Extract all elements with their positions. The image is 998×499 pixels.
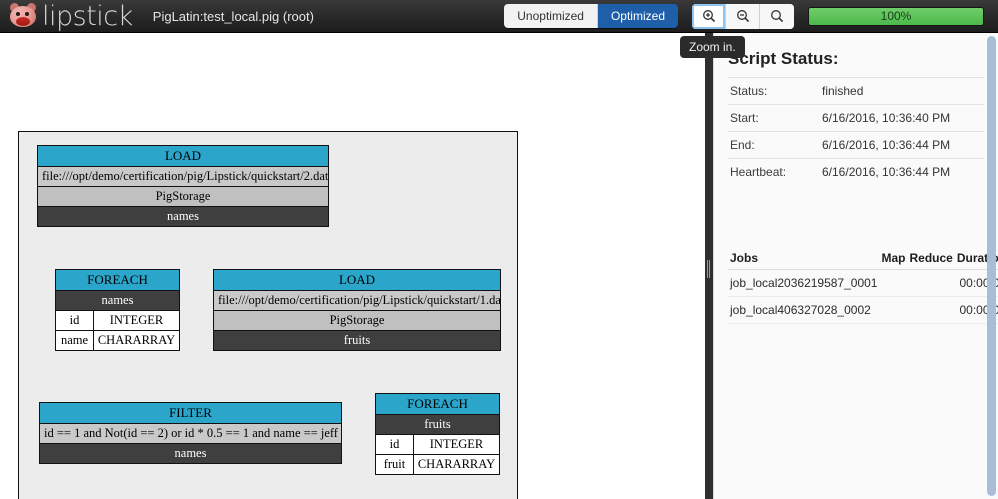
job-name: job_local2036219587_0001 (728, 269, 880, 297)
jobs-section: Jobs Map Reduce Duration job_local203621… (728, 247, 998, 324)
node-storage: PigStorage (38, 187, 328, 207)
search-icon[interactable] (760, 3, 794, 29)
zoom-button-group (692, 3, 794, 29)
node-header: LOAD (214, 270, 500, 291)
node-alias: names (56, 291, 179, 311)
job-reduce (907, 296, 955, 324)
status-value: 6/16/2016, 10:36:44 PM (822, 165, 951, 179)
jobs-col-reduce[interactable]: Reduce (907, 247, 955, 270)
schema-field: name (56, 331, 94, 350)
node-alias: names (38, 207, 328, 226)
schema-field: fruit (376, 455, 414, 474)
pig-logo-icon (8, 1, 38, 29)
status-key: Start: (730, 111, 759, 125)
schema-type: CHARARRAY (414, 455, 499, 474)
script-title: PigLatin:test_local.pig (root) (152, 8, 314, 24)
panel-title: Script Status: (728, 49, 839, 68)
progress-fill (809, 7, 983, 25)
node-alias: fruits (214, 331, 500, 350)
status-table: Status: finished Start: 6/16/2016, 10:36… (728, 77, 984, 185)
brand-logo[interactable]: lipstick (0, 0, 133, 32)
graph-canvas[interactable]: LOAD file:///opt/demo/certification/pig/… (0, 33, 705, 499)
node-header: FOREACH (376, 394, 499, 415)
node-load-names[interactable]: LOAD file:///opt/demo/certification/pig/… (37, 145, 329, 227)
unoptimized-button[interactable]: Unoptimized (504, 4, 598, 28)
schema-type: CHARARRAY (94, 331, 179, 350)
node-header: LOAD (38, 146, 328, 167)
brand-name: lipstick (42, 0, 133, 32)
sidebar-scrollbar[interactable] (987, 36, 996, 496)
schema-field: id (56, 311, 94, 330)
status-value: 6/16/2016, 10:36:44 PM (822, 138, 951, 152)
job-name: job_local406327028_0002 (728, 296, 880, 324)
table-row: End: 6/16/2016, 10:36:44 PM (728, 131, 984, 159)
job-map (879, 296, 908, 324)
node-path: file:///opt/demo/certification/pig/Lipst… (38, 167, 328, 187)
jobs-col-jobs[interactable]: Jobs (728, 247, 880, 270)
node-foreach-names[interactable]: FOREACH names id INTEGER name CHARARRAY (55, 269, 180, 351)
job-map (879, 269, 908, 297)
jobs-table: Jobs Map Reduce Duration job_local203621… (728, 247, 998, 324)
optimized-button[interactable]: Optimized (597, 4, 678, 28)
script-status-panel: Script Status: Status: finished Start: 6… (713, 33, 998, 499)
table-header-row: Jobs Map Reduce Duration (728, 247, 998, 270)
node-expression: id == 1 and Not(id == 2) or id * 0.5 == … (40, 424, 341, 444)
node-filter-names[interactable]: FILTER id == 1 and Not(id == 2) or id * … (39, 402, 342, 464)
zoom-out-icon[interactable] (726, 3, 760, 29)
splitter-grip-icon (707, 260, 711, 278)
status-value: finished (822, 84, 864, 98)
job-reduce (907, 269, 955, 297)
table-row[interactable]: job_local406327028_0002 00:00:00 (728, 296, 998, 324)
node-alias: fruits (376, 415, 499, 435)
node-alias: names (40, 444, 341, 463)
node-path: file:///opt/demo/certification/pig/Lipst… (214, 291, 500, 311)
table-row: Status: finished (728, 77, 984, 105)
node-storage: PigStorage (214, 311, 500, 331)
schema-type: INTEGER (414, 435, 499, 454)
table-row: Heartbeat: 6/16/2016, 10:36:44 PM (728, 158, 984, 186)
zoom-in-tooltip: Zoom in. (680, 36, 745, 58)
node-load-fruits[interactable]: LOAD file:///opt/demo/certification/pig/… (213, 269, 501, 351)
schema-field: id (376, 435, 414, 454)
schema-row: id INTEGER (56, 311, 179, 331)
top-toolbar: lipstick PigLatin:test_local.pig (root) … (0, 0, 998, 33)
status-value: 6/16/2016, 10:36:40 PM (822, 111, 951, 125)
node-header: FOREACH (56, 270, 179, 291)
schema-row: fruit CHARARRAY (376, 455, 499, 474)
node-foreach-fruits[interactable]: FOREACH fruits id INTEGER fruit CHARARRA… (375, 393, 500, 475)
jobs-col-map[interactable]: Map (879, 247, 908, 270)
table-row[interactable]: job_local2036219587_0001 00:00:00 (728, 269, 998, 297)
main-stage: LOAD file:///opt/demo/certification/pig/… (0, 33, 998, 499)
zoom-in-icon[interactable] (692, 3, 726, 29)
progress-label: 100% (880, 9, 912, 23)
schema-type: INTEGER (94, 311, 179, 330)
pane-splitter[interactable] (705, 33, 713, 499)
plan-toggle-group: Unoptimized Optimized (504, 4, 678, 28)
node-header: FILTER (40, 403, 341, 424)
schema-row: id INTEGER (376, 435, 499, 455)
status-key: Status: (730, 84, 768, 98)
schema-row: name CHARARRAY (56, 331, 179, 350)
status-key: Heartbeat: (730, 165, 787, 179)
progress-bar: 100% (808, 6, 984, 26)
table-row: Start: 6/16/2016, 10:36:40 PM (728, 104, 984, 132)
status-key: End: (730, 138, 755, 152)
